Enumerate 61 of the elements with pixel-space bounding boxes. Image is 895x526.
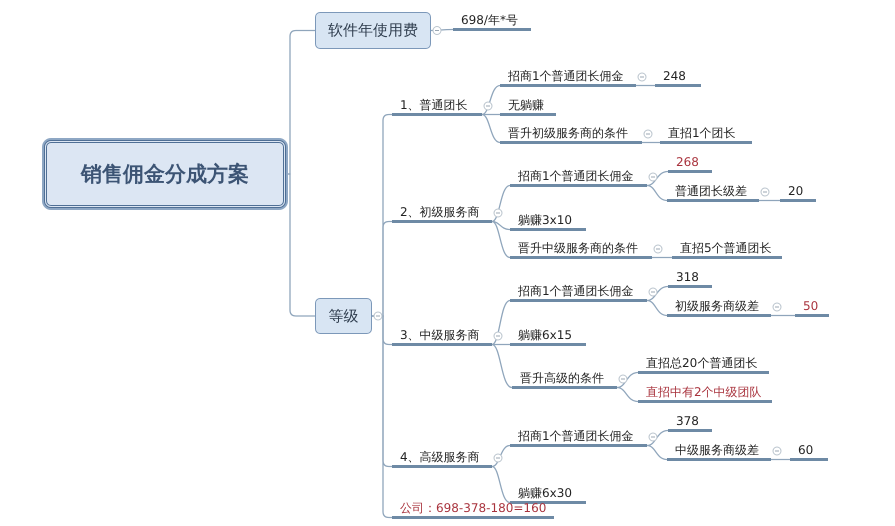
branch-topic: 4、高级服务商 (392, 451, 492, 468)
branch-topic: 招商1个普通团长佣金 (510, 285, 647, 302)
branch-topic: 躺赚3x10 (510, 214, 586, 231)
connector-line (759, 200, 780, 202)
branch-topic: 初级服务商级差 (667, 300, 771, 317)
branch-topic: 1、普通团长 (392, 99, 482, 116)
connector-line (636, 84, 655, 86)
connector-line (286, 173, 315, 317)
branch-topic: 招商1个普通团长佣金 (510, 430, 647, 447)
branch-topic: 招商1个普通团长佣金 (500, 70, 636, 87)
connector-line (646, 444, 668, 460)
branch-topic: 直招总20个普通团长 (638, 357, 769, 374)
connector-line (652, 256, 672, 258)
branch-topic: 直招中有2个中级团队 (638, 386, 772, 403)
connector-line (616, 372, 638, 388)
connector-line (482, 114, 500, 116)
connector-line (646, 184, 668, 202)
connector-line (482, 114, 500, 144)
branch-topic: 无躺赚 (500, 99, 556, 116)
branch-topic: 晋升高级的条件 (512, 372, 617, 389)
branch-topic: 698/年*号 (453, 14, 531, 31)
branch-topic: 2、初级服务商 (392, 206, 492, 223)
connector-line (771, 314, 795, 316)
branch-topic: 318 (668, 271, 712, 288)
branch-topic: 躺赚6x15 (510, 329, 586, 346)
connector-line (492, 344, 512, 388)
branch-topic: 50 (795, 300, 829, 317)
connector-line (372, 315, 392, 518)
connector-line (642, 142, 660, 144)
branch-topic: 直招5个普通团长 (672, 242, 782, 259)
connector-line (482, 84, 500, 116)
connector-line (616, 386, 638, 402)
connector-line (492, 220, 510, 258)
central-topic-box: 销售佣金分成方案 (44, 140, 286, 208)
branch-topic: 躺赚6x30 (510, 487, 586, 504)
connector-line (646, 300, 668, 316)
topic-box: 软件年使用费 (315, 12, 431, 49)
branch-topic: 3、中级服务商 (392, 329, 492, 346)
connector-line (646, 170, 668, 186)
branch-topic: 378 (668, 415, 712, 432)
connector-line (492, 300, 510, 346)
connector-line (492, 466, 510, 504)
branch-topic: 晋升中级服务商的条件 (510, 242, 652, 259)
connector-line (492, 220, 510, 230)
connector-line (646, 286, 668, 302)
branch-topic: 直招1个团长 (660, 127, 752, 144)
branch-topic: 20 (780, 185, 816, 202)
connector-line (771, 458, 790, 460)
branch-topic: 普通团长级差 (667, 185, 759, 202)
branch-topic: 公司：698-378-180=160 (392, 502, 554, 519)
branch-topic: 60 (790, 444, 828, 461)
connector-line (492, 344, 510, 346)
topic-box: 等级 (315, 298, 372, 334)
connector-line (492, 444, 510, 468)
branch-topic: 268 (668, 156, 712, 173)
branch-topic: 248 (655, 70, 701, 87)
branch-topic: 中级服务商级差 (667, 444, 771, 461)
connector-line (646, 430, 668, 446)
connector-line (492, 184, 510, 222)
branch-topic: 晋升初级服务商的条件 (500, 127, 642, 144)
branch-topic: 招商1个普通团长佣金 (510, 170, 647, 187)
